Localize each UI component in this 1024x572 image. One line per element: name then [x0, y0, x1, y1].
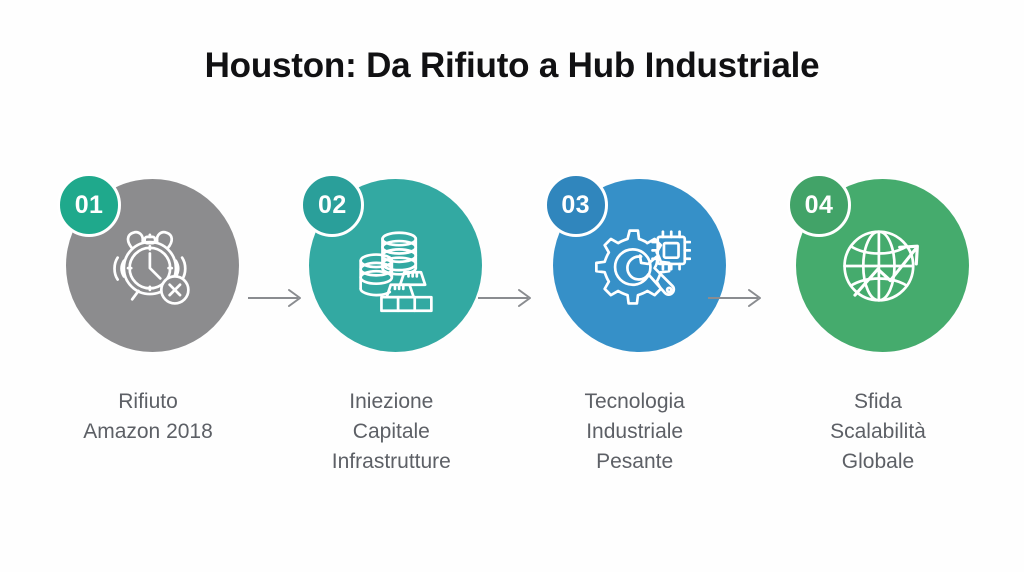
globe-growth-arrow-icon: [843, 229, 920, 302]
step-2-caption: Iniezione Capitale Infrastrutture: [331, 390, 451, 473]
flow-step-2[interactable]: 02 Iniezione Capitale Infrastrutture: [291, 173, 491, 476]
flow-step-3[interactable]: 03 Tecnologia Industriale Pesante: [535, 173, 735, 476]
step-1-circle-wrap: 01: [57, 173, 239, 355]
coins-gold-bars-icon: [359, 230, 433, 312]
step-2-number-badge: 02: [300, 173, 365, 237]
step-2-circle-wrap: 02: [300, 173, 483, 355]
flow-step-4[interactable]: 04 Sfida Scalabilità Globale: [778, 173, 978, 476]
alarm-clock-cancel-icon: [112, 230, 190, 305]
arrow-2-to-3: [478, 289, 531, 307]
arrow-1-to-2: [248, 289, 301, 307]
step-4-caption: Sfida Scalabilità Globale: [830, 390, 926, 473]
step-1-caption: Rifiuto Amazon 2018: [83, 390, 213, 443]
process-flow: 01 Rifiuto Amazon 2018: [48, 173, 978, 503]
gear-wrench-chip-icon: [595, 228, 692, 305]
step-3-caption: Tecnologia Industriale Pesante: [584, 390, 685, 473]
step-3-number-badge: 03: [543, 173, 608, 237]
step-4-circle-wrap: 04: [786, 173, 969, 355]
step-1-number-badge: 01: [57, 173, 121, 237]
step-3-circle-wrap: 03: [543, 173, 726, 355]
page-title: Houston: Da Rifiuto a Hub Industriale: [204, 46, 820, 85]
arrow-3-to-4: [708, 289, 761, 307]
flow-step-1[interactable]: 01 Rifiuto Amazon 2018: [48, 173, 248, 447]
step-4-number-badge: 04: [786, 173, 851, 237]
